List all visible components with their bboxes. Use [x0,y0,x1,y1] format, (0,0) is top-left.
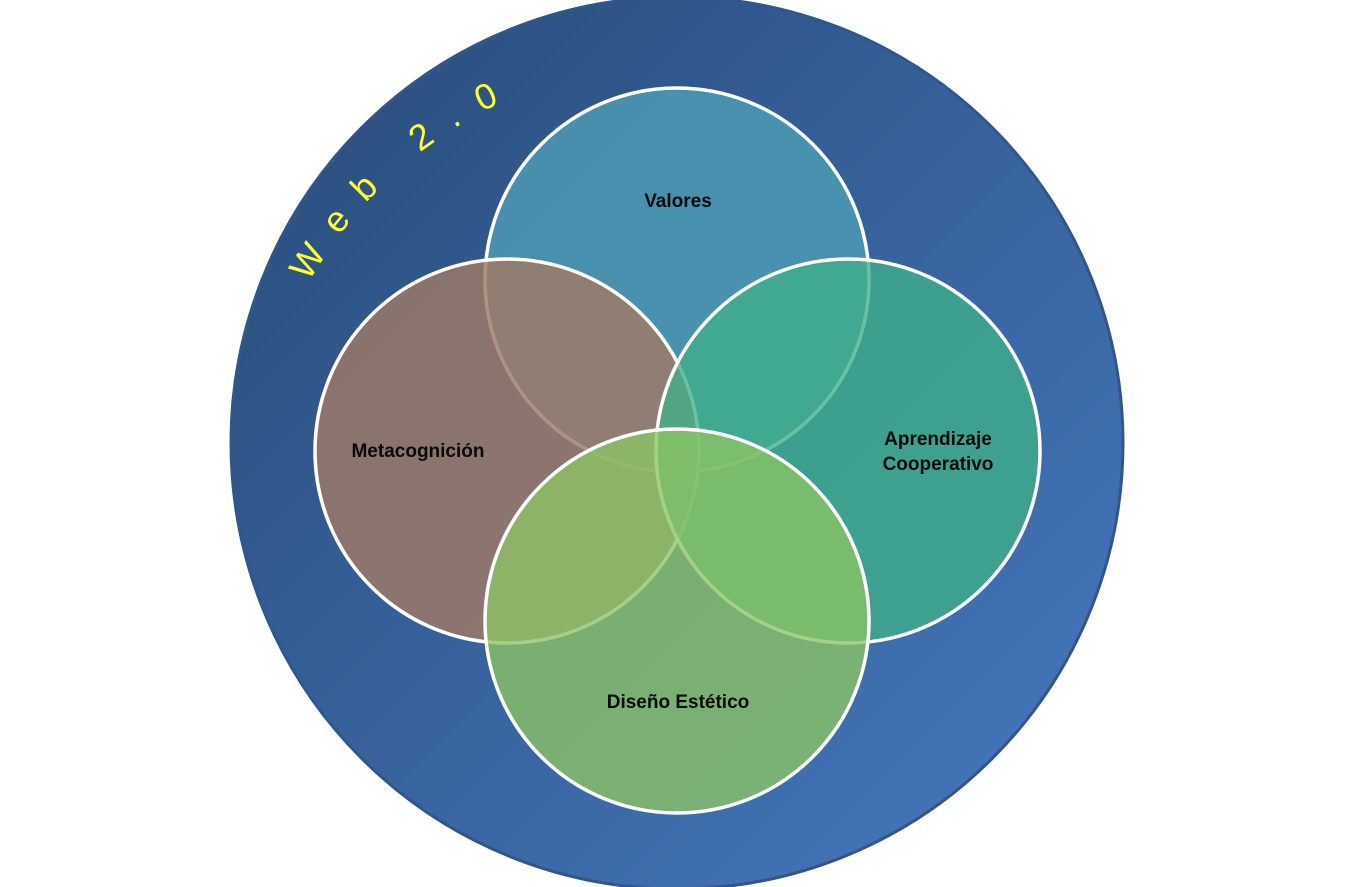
venn-circles [313,86,1042,815]
label-aprendizaje-line2: Cooperativo [883,454,994,475]
label-diseno: Diseño Estético [607,692,750,713]
circle-diseno [483,427,871,815]
label-aprendizaje-line1: Aprendizaje [884,429,992,450]
label-metacognicion: Metacognición [351,441,484,462]
label-valores: Valores [644,191,712,212]
